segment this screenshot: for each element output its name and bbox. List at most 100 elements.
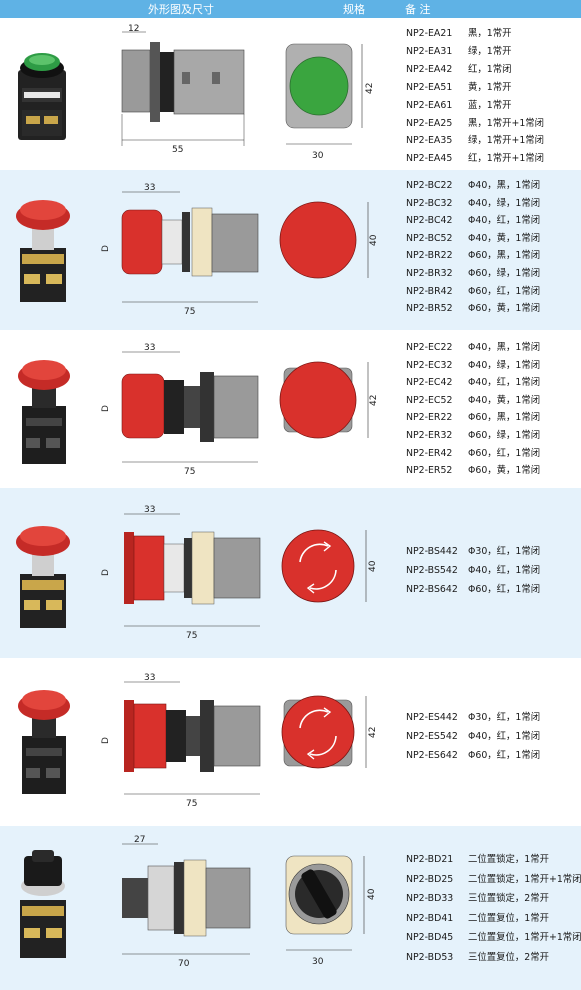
item-code: NP2-BC42 xyxy=(406,215,453,227)
front-view-drawing: 42 30 xyxy=(280,34,380,169)
dim-length: 75 xyxy=(186,631,197,641)
item-code: NP2-BS642 xyxy=(406,584,458,595)
front-view-drawing: 40 xyxy=(278,196,378,296)
dim-side: D xyxy=(101,569,111,576)
dim-top: 33 xyxy=(144,673,155,683)
item-spec: Φ40，红，1常闭 xyxy=(468,565,541,576)
dim-side: D xyxy=(101,245,111,252)
front-view-drawing: 42 xyxy=(278,356,378,456)
item-spec: 蓝，1常开 xyxy=(468,99,512,111)
item-spec: 二位置锁定，1常开 xyxy=(468,854,549,865)
item-code: NP2-EC32 xyxy=(406,359,453,371)
dim-length: 75 xyxy=(184,467,195,477)
dim-height: 42 xyxy=(365,83,375,94)
header-spec: 规格 xyxy=(343,3,365,16)
item-code: NP2-BC52 xyxy=(406,232,453,244)
item-code: NP2-BR42 xyxy=(406,285,453,297)
item-code: NP2-EA61 xyxy=(406,99,453,111)
item-code: NP2-EA45 xyxy=(406,153,453,165)
dim-length: 75 xyxy=(186,799,197,809)
item-code: NP2-ER42 xyxy=(406,447,453,459)
item-spec: Φ30，红，1常闭 xyxy=(468,546,541,557)
product-photo-flush-button xyxy=(12,40,72,145)
header-drawing: 外形图及尺寸 xyxy=(148,3,214,16)
dim-height: 40 xyxy=(369,234,378,246)
item-code: NP2-BD41 xyxy=(406,912,454,924)
item-code: NP2-BC32 xyxy=(406,197,453,209)
item-spec: Φ40，绿，1常闭 xyxy=(468,359,541,371)
front-view-drawing: 42 xyxy=(278,688,378,788)
dim-height: 42 xyxy=(368,727,378,738)
item-spec: Φ40，黑，1常闭 xyxy=(468,180,541,191)
side-view-drawing: 33 D 75 xyxy=(100,502,270,642)
item-spec: Φ40，黑，1常闭 xyxy=(468,342,541,353)
item-code: NP2-BD53 xyxy=(406,951,454,963)
dim-width: 30 xyxy=(312,151,324,161)
front-view-drawing: 40 xyxy=(278,522,378,622)
item-code: NP2-BS542 xyxy=(406,565,458,576)
item-spec: Φ40，红，1常闭 xyxy=(468,731,541,742)
item-spec: Φ60，绿，1常闭 xyxy=(468,430,541,441)
header-note: 备 注 xyxy=(405,3,431,16)
item-spec: 三位置锁定，2常开 xyxy=(468,893,549,904)
dim-side: D xyxy=(101,737,111,744)
item-code: NP2-ES442 xyxy=(406,712,458,723)
item-code: NP2-ER22 xyxy=(406,412,453,424)
dim-width: 30 xyxy=(312,957,324,967)
dim-length: 70 xyxy=(178,959,190,969)
item-spec: Φ40，黄，1常闭 xyxy=(468,232,541,244)
side-view-drawing: 33 D 75 xyxy=(100,670,270,810)
item-code: NP2-EC52 xyxy=(406,394,453,406)
product-photo-mushroom-button xyxy=(14,348,74,468)
item-code: NP2-BC22 xyxy=(406,180,453,191)
front-view-drawing: 40 30 xyxy=(280,844,380,974)
dim-height: 42 xyxy=(369,395,378,406)
item-spec: Φ40，黄，1常闭 xyxy=(468,394,541,406)
item-code: NP2-BD25 xyxy=(406,873,454,885)
item-code: NP2-ES642 xyxy=(406,750,458,761)
item-code: NP2-EA35 xyxy=(406,135,453,147)
dim-top: 33 xyxy=(144,183,155,193)
item-spec: 黄，1常开 xyxy=(468,81,512,93)
item-spec: 黑，1常开 xyxy=(468,28,512,39)
item-spec: Φ60，红，1常闭 xyxy=(468,750,541,761)
dim-height: 40 xyxy=(367,888,377,900)
item-code: NP2-EA31 xyxy=(406,45,453,57)
item-code: NP2-ES542 xyxy=(406,731,458,742)
dim-top: 33 xyxy=(144,343,155,353)
dim-top: 12 xyxy=(128,24,139,34)
item-spec: 三位置复位，2常开 xyxy=(468,951,549,963)
product-photo-selector-switch xyxy=(12,842,74,962)
item-spec: Φ40，红，1常闭 xyxy=(468,215,541,227)
dim-length: 75 xyxy=(184,307,195,317)
item-spec: 绿，1常开+1常闭 xyxy=(468,135,545,147)
item-spec: 红，1常闭 xyxy=(468,63,512,75)
item-spec: Φ60，黄，1常闭 xyxy=(468,303,541,315)
item-code: NP2-EC42 xyxy=(406,377,453,389)
item-spec: Φ60，黑，1常闭 xyxy=(468,412,541,424)
dim-top: 27 xyxy=(134,835,145,845)
item-spec: 二位置复位，1常开 xyxy=(468,912,549,924)
side-view-drawing: 12 55 xyxy=(112,22,262,162)
dim-side: D xyxy=(101,405,111,412)
item-spec: Φ60，红，1常闭 xyxy=(468,447,541,459)
item-code: NP2-EC22 xyxy=(406,342,453,353)
item-code: NP2-ER32 xyxy=(406,430,453,441)
table-header: 外形图及尺寸 规格 备 注 xyxy=(0,0,581,18)
item-spec: Φ60，黄，1常闭 xyxy=(468,465,541,477)
side-view-drawing: 33 D 75 xyxy=(100,180,270,320)
item-code: NP2-BR32 xyxy=(406,268,453,279)
product-photo-emergency-stop xyxy=(12,512,74,632)
product-photo-emergency-stop xyxy=(14,678,74,798)
item-spec: Φ40，绿，1常闭 xyxy=(468,197,541,209)
dim-top: 33 xyxy=(144,505,155,515)
item-code: NP2-BR52 xyxy=(406,303,453,315)
dim-length: 55 xyxy=(172,145,183,155)
item-spec: 黑，1常开+1常闭 xyxy=(468,117,545,129)
